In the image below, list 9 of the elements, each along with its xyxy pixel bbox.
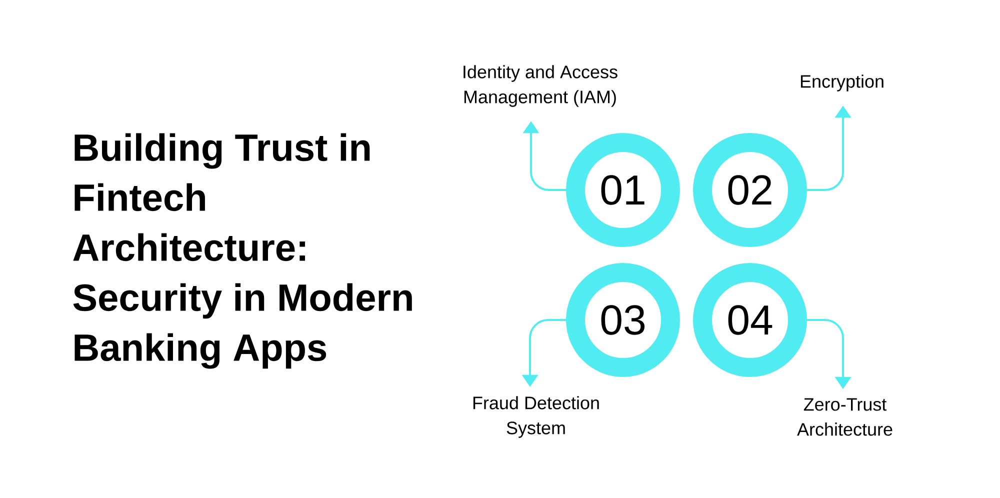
item-label: Identity and Access Management (IAM)	[464, 65, 618, 107]
number-ring: 01	[566, 133, 680, 247]
item-label: Zero-Trust Architecture	[797, 398, 892, 436]
title: Building Trust in Fintech Architecture: Security in Modern Banking Apps	[73, 133, 412, 369]
number-ring: 02	[693, 133, 807, 247]
item-label: Encryption	[800, 74, 884, 92]
item-label: Fraud Detection System	[473, 396, 599, 438]
number-ring: 04	[693, 263, 807, 377]
number-ring: 03	[566, 263, 680, 377]
